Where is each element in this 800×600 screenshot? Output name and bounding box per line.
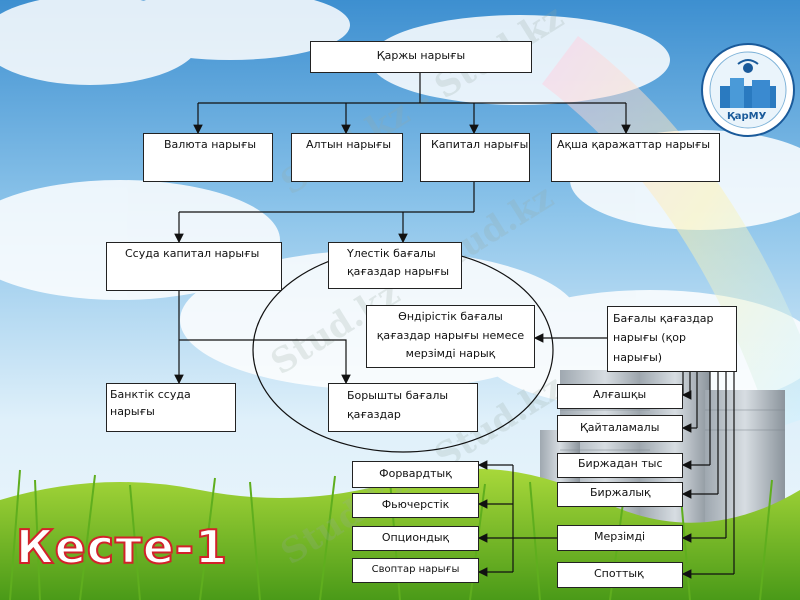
node-financial-market: Қаржы нарығы: [310, 41, 532, 73]
node-label: Капитал нарығы: [431, 138, 529, 151]
node-label: Своптар нарығы: [371, 564, 460, 575]
node-label: Борышты бағалы қағаздар: [347, 389, 449, 422]
node-label: Қайталамалы: [580, 421, 660, 434]
node-label: Қаржы нарығы: [376, 49, 466, 62]
node-exchange: Биржалық: [557, 482, 683, 507]
node-loan-capital-market: Ссуда капитал нарығы: [106, 242, 282, 291]
node-label: Банктік ссуда нарығы: [110, 388, 191, 419]
node-securities-market: Бағалы қағаздар нарығы (қор нарығы): [607, 306, 737, 372]
university-logo: [701, 43, 795, 137]
node-label: Биржалық: [590, 486, 651, 499]
node-label: Опциондық: [381, 531, 450, 544]
node-bank-loan-market: Банктік ссуда нарығы: [106, 383, 236, 432]
node-debt-securities: Борышты бағалы қағаздар: [328, 383, 478, 432]
node-label: Валюта нарығы: [164, 138, 257, 151]
node-capital-market: Капитал нарығы: [420, 133, 530, 182]
node-futures: Фьючерстік: [352, 493, 479, 518]
node-term: Мерзімді: [557, 525, 683, 551]
node-derivatives-market: Өндірістік бағалы қағаздар нарығы немесе…: [366, 305, 535, 368]
node-label: Фьючерстік: [381, 498, 450, 511]
node-label: Өндірістік бағалы қағаздар нарығы немесе…: [376, 310, 525, 361]
node-label: Бағалы қағаздар нарығы (қор нарығы): [613, 312, 714, 364]
node-label: Ақша қаражаттар нарығы: [557, 138, 711, 151]
node-primary: Алғашқы: [557, 384, 683, 409]
node-label: Споттық: [594, 567, 644, 580]
node-label: Үлестік бағалы қағаздар нарығы: [347, 247, 450, 279]
node-money-market: Ақша қаражаттар нарығы: [551, 133, 720, 182]
node-label: Биржадан тыс: [578, 457, 663, 470]
node-label: Алғашқы: [593, 388, 647, 401]
node-swaps: Своптар нарығы: [352, 558, 479, 583]
node-over-the-counter: Биржадан тыс: [557, 453, 683, 478]
node-forward: Форвардтық: [352, 461, 479, 488]
node-currency-market: Валюта нарығы: [143, 133, 273, 182]
node-gold-market: Алтын нарығы: [291, 133, 403, 182]
node-secondary: Қайталамалы: [557, 415, 683, 442]
node-label: Форвардтық: [379, 467, 452, 480]
node-label: Алтын нарығы: [306, 138, 392, 151]
slide-title: Кесте-1: [15, 519, 229, 575]
node-spot: Споттық: [557, 562, 683, 588]
node-equity-securities: Үлестік бағалы қағаздар нарығы: [328, 242, 462, 289]
node-options: Опциондық: [352, 526, 479, 551]
node-label: Мерзімді: [594, 530, 646, 543]
logo-label: ҚарМУ: [727, 111, 767, 122]
node-label: Ссуда капитал нарығы: [125, 247, 260, 260]
